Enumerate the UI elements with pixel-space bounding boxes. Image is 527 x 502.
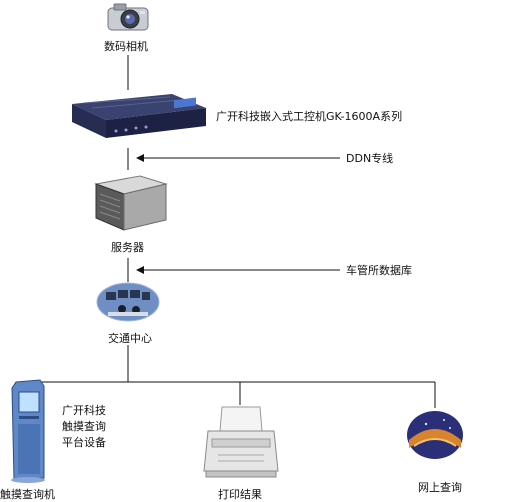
ipc-label: 广开科技嵌入式工控机GK-1600A系列 (216, 110, 403, 123)
kiosk-desc-line-2: 触摸查询 (62, 420, 106, 433)
printer-node (202, 405, 280, 481)
server-label: 服务器 (111, 241, 144, 254)
traffic-center-label: 交通中心 (108, 332, 152, 345)
control-room-icon (96, 282, 160, 322)
kiosk-desc-line-3: 平台设备 (62, 436, 106, 449)
traffic-center-node (96, 282, 160, 322)
server-icon (94, 175, 168, 231)
ddn-label: DDN专线 (346, 152, 394, 165)
kiosk-label: 触摸查询机 (0, 488, 55, 501)
industrial-pc-icon (72, 94, 206, 138)
online-node (406, 410, 464, 460)
printer-label: 打印结果 (218, 488, 262, 501)
camera-label: 数码相机 (104, 40, 148, 53)
online-query-icon (407, 411, 463, 459)
camera-node (104, 2, 152, 34)
touch-kiosk-icon (11, 379, 45, 483)
online-label: 网上查询 (418, 481, 462, 494)
kiosk-node (6, 378, 50, 484)
server-node (90, 172, 170, 234)
kiosk-description: 广开科技 触摸查询 平台设备 (62, 403, 106, 451)
printer-icon (203, 406, 279, 478)
digital-camera-icon (107, 3, 149, 31)
vehicle-db-label: 车管所数据库 (346, 264, 412, 277)
ipc-node (62, 90, 208, 142)
kiosk-desc-line-1: 广开科技 (62, 404, 106, 417)
